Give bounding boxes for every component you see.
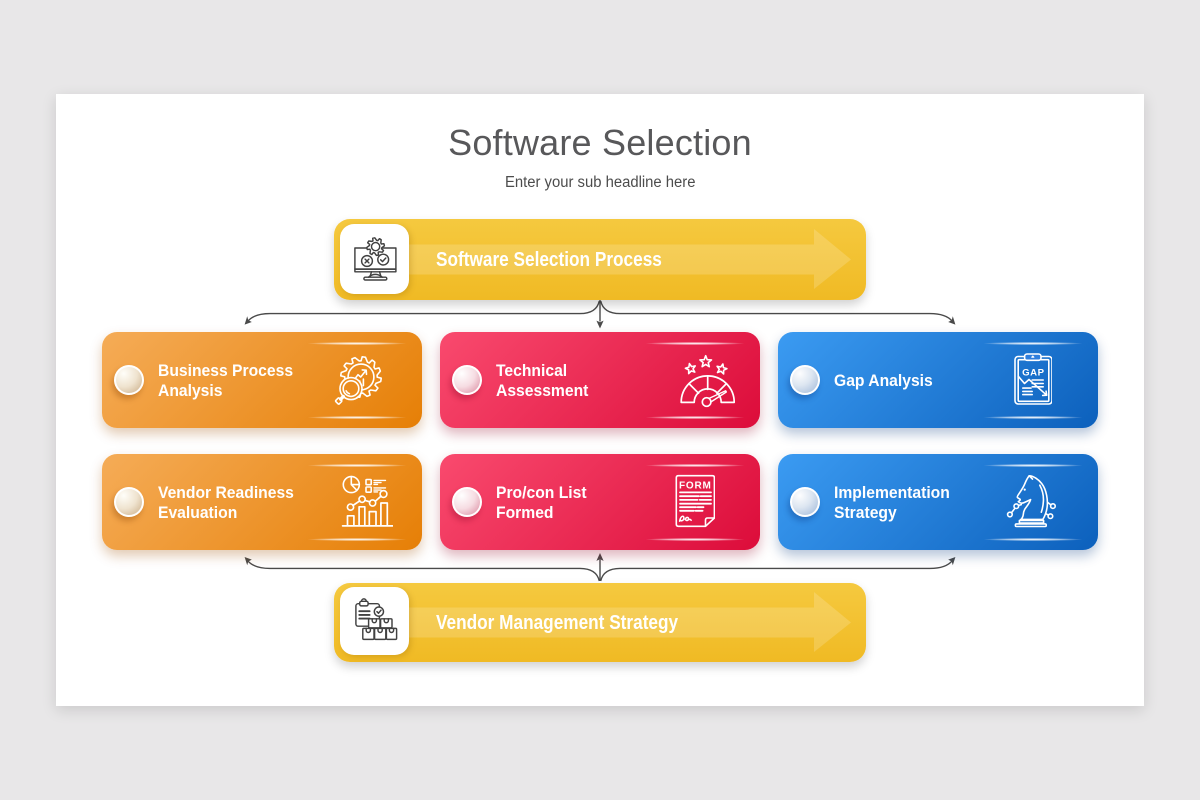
svg-text:FORM: FORM bbox=[679, 481, 712, 492]
svg-text:GAP: GAP bbox=[1022, 367, 1045, 378]
